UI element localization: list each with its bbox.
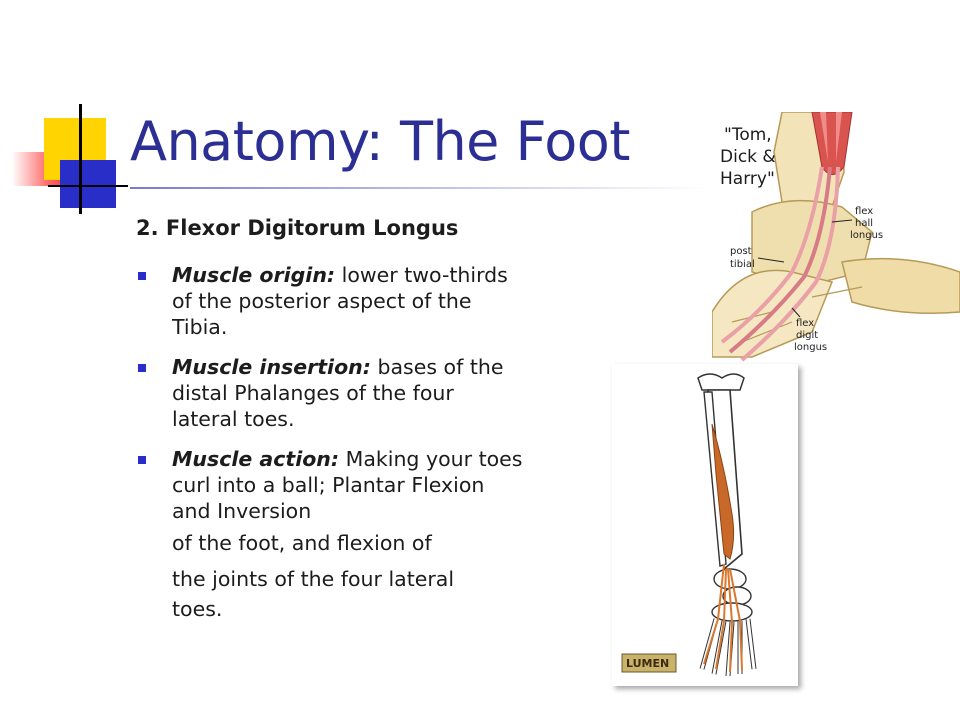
label-flex-digit: flex — [796, 318, 814, 329]
bullet-continuation: toes. — [172, 597, 223, 621]
label-flex-digit: longus — [794, 342, 827, 353]
title-underline — [130, 187, 710, 189]
bullet-label: Muscle action: — [172, 447, 340, 471]
ankle-tendon-illustration: "Tom, Dick & Harry" flex hall longus pos… — [712, 112, 960, 362]
lower-leg-illustration: LUMEN — [612, 364, 798, 686]
bullet-square-icon — [138, 272, 146, 280]
callout-line-1: "Tom, — [724, 125, 772, 145]
label-post-tibial: post — [730, 246, 752, 257]
label-post-tibial: tibial — [730, 259, 755, 270]
bullet-muscle-action: Muscle action: Making your toes curl int… — [138, 446, 523, 622]
bullet-label: Muscle origin: — [172, 263, 336, 287]
label-flex-hall: flex — [855, 206, 873, 217]
bullet-continuation: of the foot, and flexion of — [172, 531, 432, 555]
decor-blue-block — [60, 160, 116, 208]
callout-line-3: Harry" — [720, 169, 775, 189]
bullet-square-icon — [138, 456, 146, 464]
bullet-text: bases of the distal Phalanges of the fou… — [172, 355, 504, 431]
callout-line-2: Dick & — [720, 147, 776, 167]
bullet-text: lower two-thirds of the posterior aspect… — [172, 263, 508, 339]
label-flex-hall: longus — [850, 230, 883, 241]
bullet-list: Muscle origin: lower two-thirds of the p… — [138, 262, 523, 636]
bullet-text: Making your toes curl into a ball; Plant… — [172, 447, 523, 523]
bullet-continuation: the joints of the four lateral — [172, 567, 455, 591]
section-subtitle: 2. Flexor Digitorum Longus — [136, 216, 459, 240]
bullet-muscle-origin: Muscle origin: lower two-thirds of the p… — [138, 262, 523, 340]
slide-title: Anatomy: The Foot — [130, 110, 630, 173]
bullet-square-icon — [138, 364, 146, 372]
decor-vertical-line — [79, 104, 82, 214]
bullet-muscle-insertion: Muscle insertion: bases of the distal Ph… — [138, 354, 523, 432]
lumen-watermark: LUMEN — [626, 657, 669, 670]
bullet-label: Muscle insertion: — [172, 355, 371, 379]
label-flex-hall: hall — [855, 218, 873, 229]
decor-horizontal-line — [48, 185, 128, 187]
label-flex-digit: digit — [796, 330, 818, 341]
